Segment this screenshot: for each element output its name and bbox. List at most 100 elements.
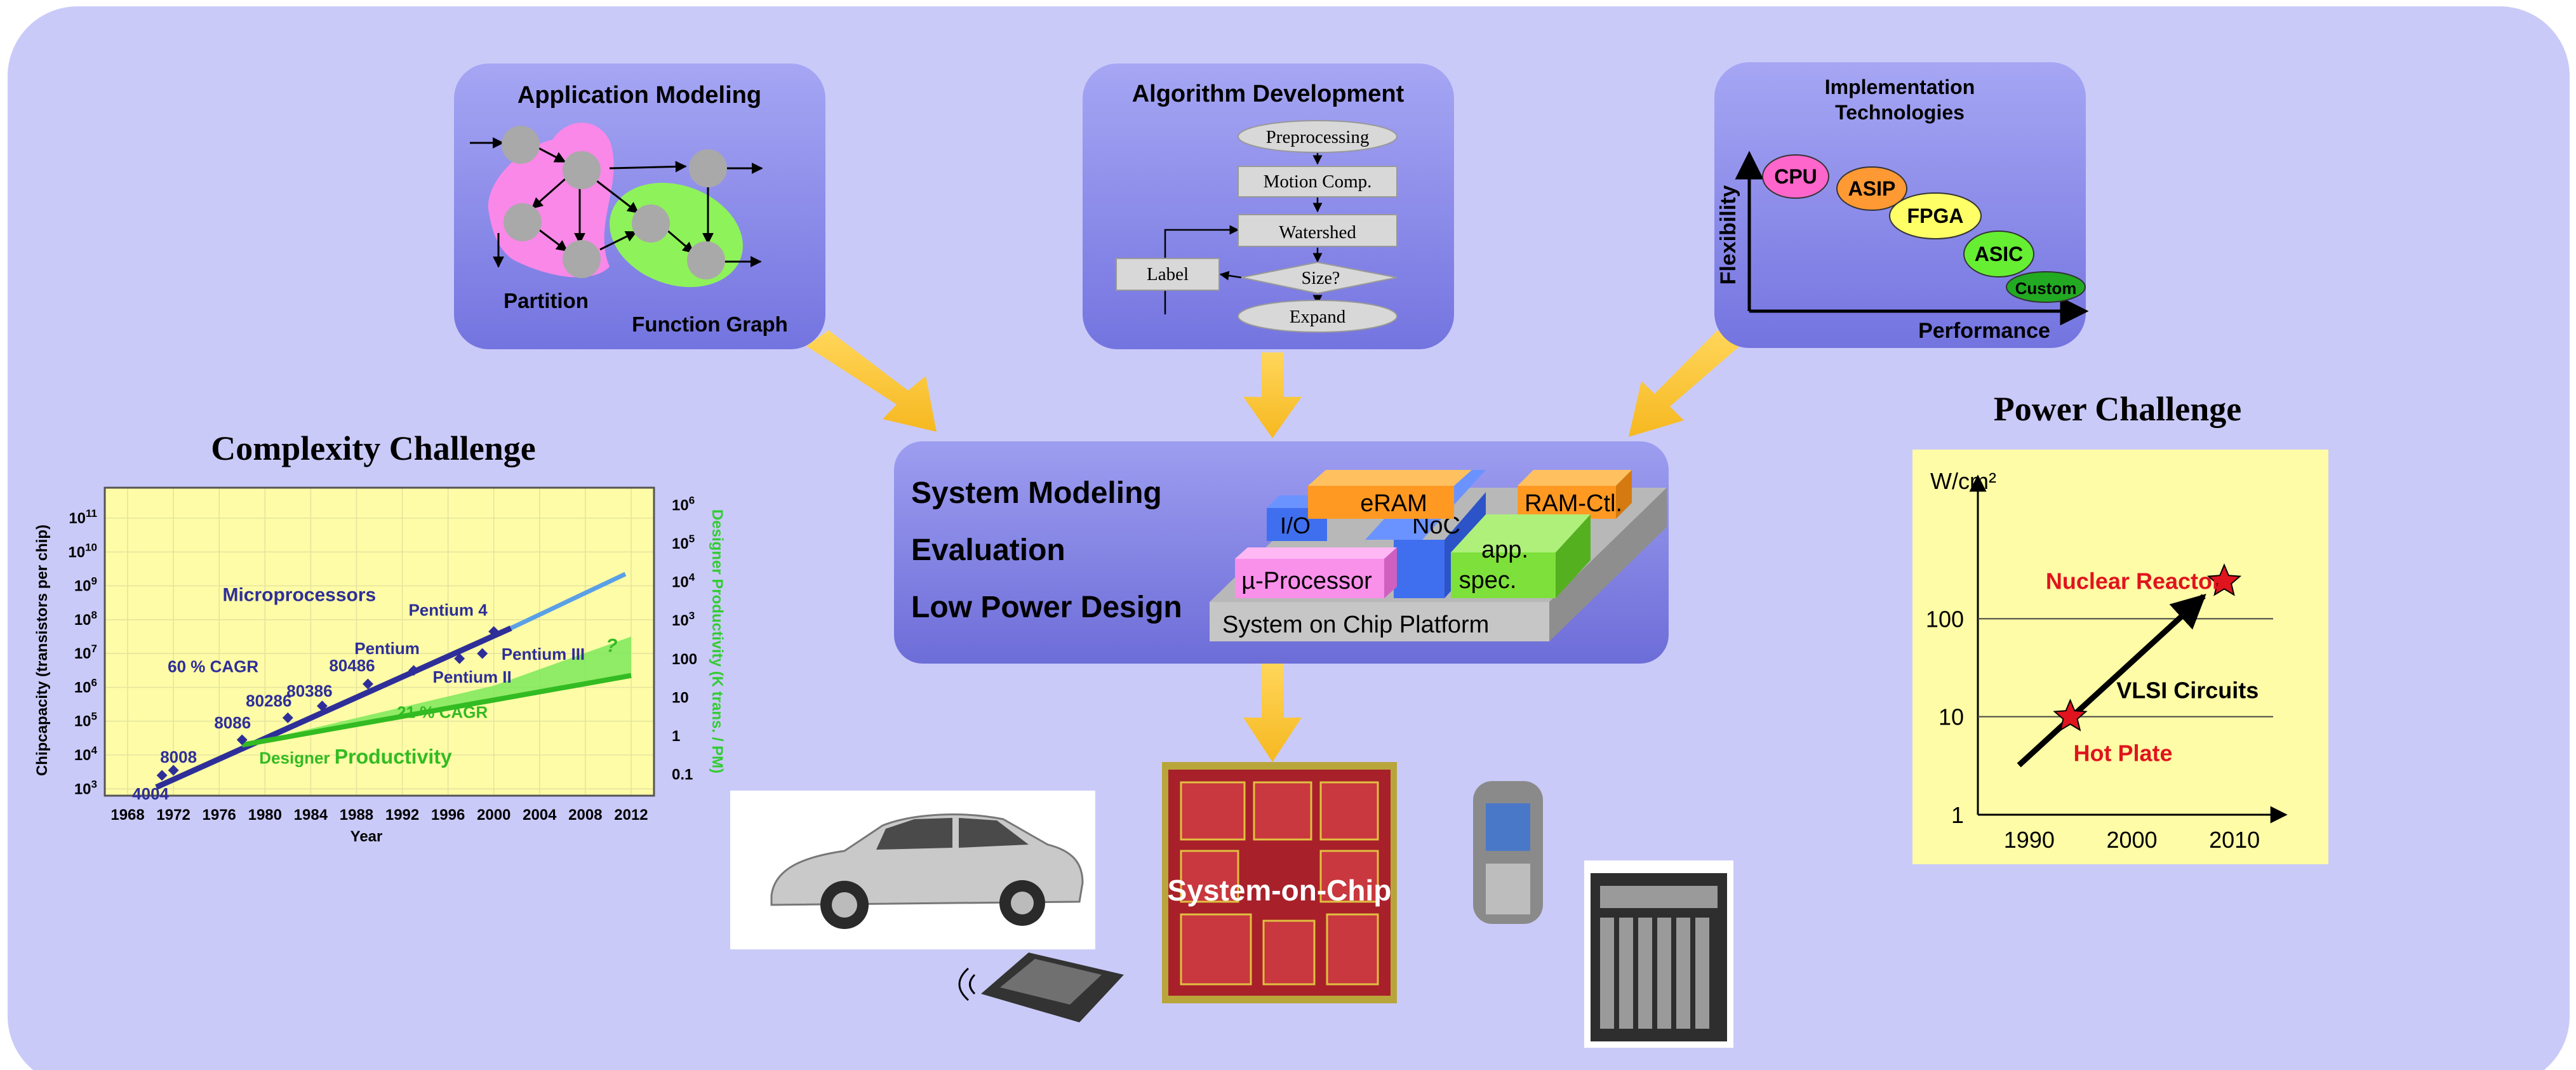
complexity-plot-area (105, 488, 654, 796)
tech-ellipse-asic (1963, 231, 2034, 278)
eram-block (1308, 486, 1454, 519)
car-image (730, 791, 1095, 949)
processor-label: 80486 (329, 656, 375, 675)
complexity-x-tick: 1976 (203, 806, 236, 824)
complexity-right-tick: 105 (672, 533, 695, 552)
spec-label: spec. (1459, 567, 1517, 594)
complexity-right-tick: 104 (672, 572, 695, 591)
soc-label: System-on-Chip (1168, 874, 1392, 907)
power-x-tick: 1990 (2004, 827, 2055, 853)
arrow-system-to-chip (1243, 664, 1302, 762)
complexity-left-tick: 107 (74, 643, 97, 662)
mobile-phone-image (1473, 781, 1543, 924)
flexibility-axis-label: Flexibility (1716, 185, 1740, 285)
processor-label: Pentium (354, 639, 420, 658)
tech-ellipse-fpga (1889, 192, 1982, 239)
complexity-x-tick: 2004 (523, 806, 557, 824)
pda-image (958, 953, 1124, 1022)
power-ylabel: W/cm² (1930, 468, 1996, 494)
power-plot-area (1912, 450, 2328, 864)
processor-point (408, 665, 420, 676)
chipcapacity-axis-label: Chipcapacity (transistors per chip) (34, 525, 51, 776)
tech-label-asip: ASIP (1848, 177, 1896, 200)
app-modeling-title: Application Modeling (517, 82, 761, 109)
motion-comp-label: Motion Comp. (1264, 171, 1372, 192)
system-modeling-label: System Modeling (911, 476, 1162, 510)
complexity-x-tick: 1984 (294, 806, 328, 824)
power-x-tick: 2010 (2209, 827, 2260, 853)
processor-point (477, 648, 488, 659)
tech-label-asic: ASIC (1975, 243, 2023, 265)
expand-node (1238, 300, 1398, 333)
watershed-node (1238, 214, 1398, 247)
designer-productivity-line (241, 672, 632, 747)
tech-label-cpu: CPU (1774, 165, 1817, 188)
size-label: Size? (1302, 269, 1340, 288)
complexity-left-tick: 104 (74, 744, 98, 764)
microprocessor-projection-line (510, 572, 627, 631)
complexity-x-tick: 1988 (340, 806, 373, 824)
partition-label: Partition (504, 289, 589, 312)
eram-label: eRAM (1360, 490, 1427, 517)
product-images: System-on-Chip (730, 762, 1733, 1048)
processor-label: 80386 (286, 681, 332, 700)
processor-label: 8008 (160, 747, 197, 766)
microprocessors-label: Microprocessors (222, 585, 376, 606)
complexity-x-tick: 2000 (477, 806, 511, 824)
processor-label: 8086 (214, 713, 251, 732)
hot-plate-label: Hot Plate (2074, 740, 2173, 766)
complexity-right-tick: 10 (672, 689, 689, 706)
power-y-tick: 100 (1926, 606, 1964, 632)
arrow-impl-to-system (1629, 330, 1740, 437)
server-rack-image (1584, 860, 1733, 1048)
performance-axis-label: Performance (1918, 319, 2050, 343)
complexity-right-tick: 100 (672, 651, 697, 668)
power-title: Power Challenge (1994, 390, 2241, 428)
complexity-x-tick: 1968 (110, 806, 144, 824)
micro-processor-label: µ-Processor (1241, 568, 1372, 594)
processor-label: 80286 (246, 691, 291, 710)
impl-title-line1: Implementation (1825, 76, 1975, 98)
complexity-x-tick: 1980 (248, 806, 282, 824)
app-label: app. (1481, 537, 1528, 563)
algorithm-title: Algorithm Development (1132, 81, 1405, 107)
low-power-design-label: Low Power Design (911, 591, 1182, 624)
tech-ellipse-custom (2006, 271, 2086, 303)
processor-label: Pentium 4 (408, 601, 488, 620)
processor-label: Pentium III (502, 645, 585, 664)
hot-plate-star (2053, 699, 2088, 732)
platform-front (1210, 602, 1549, 641)
complexity-right-tick: 106 (672, 494, 695, 514)
complexity-x-tick: 2008 (568, 806, 602, 824)
size-decision-node (1241, 261, 1398, 295)
cagr60-label: 60 % CAGR (168, 657, 258, 676)
complexity-left-tick: 1011 (69, 507, 97, 527)
ramctl-label: RAM-Ctl. (1525, 490, 1622, 517)
designer-productivity-axis-label: Designer Productivity (K trans. / PM) (709, 509, 726, 773)
cagr21-label: 21 % CAGR (397, 702, 488, 721)
flow-arrows (806, 330, 1740, 762)
platform-side (1549, 488, 1667, 641)
complexity-x-tick: 1992 (385, 806, 419, 824)
power-y-tick: 10 (1939, 704, 1964, 730)
tech-label-fpga: FPGA (1907, 204, 1964, 227)
designer-productivity-label: Designer Productivity (259, 745, 452, 768)
tech-ellipse-asip (1836, 166, 1907, 211)
question-mark: ? (606, 635, 617, 656)
complexity-title: Complexity Challenge (211, 429, 535, 467)
micro-processor-block (1235, 559, 1384, 598)
processor-point (488, 626, 500, 637)
watershed-label: Watershed (1279, 222, 1356, 243)
application-modeling-box: Application Modeling (454, 64, 825, 349)
processor-point (454, 653, 465, 664)
label-node-label: Label (1147, 264, 1189, 284)
arrow-algo-to-system (1243, 352, 1302, 438)
algorithm-development-box: Algorithm Development Preprocessing Moti… (1083, 64, 1454, 349)
year-axis-label: Year (350, 828, 383, 845)
processor-label: 4004 (132, 784, 169, 803)
tech-ellipse-cpu (1762, 154, 1829, 199)
complexity-right-tick: 0.1 (672, 766, 693, 784)
